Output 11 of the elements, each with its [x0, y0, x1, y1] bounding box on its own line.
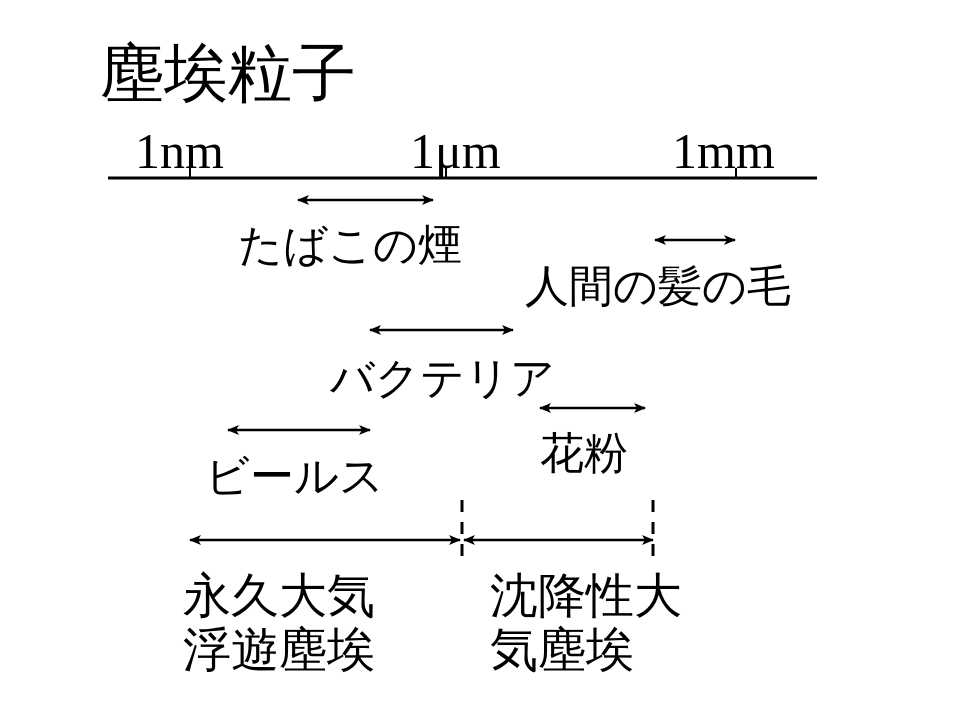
particle-label: 花粉	[540, 432, 628, 476]
particle-label: バクテリア	[330, 357, 555, 401]
category-label: 沈降性大気塵埃	[490, 570, 683, 678]
title: 塵埃粒子	[100, 42, 356, 106]
scale-label: 1nm	[135, 126, 224, 176]
particle-label: 人間の髪の毛	[525, 265, 791, 309]
particle-label: ビールス	[205, 455, 384, 499]
particle-label: たばこの煙	[238, 224, 462, 268]
scale-label: 1mm	[672, 126, 775, 176]
scale-label: 1μm	[410, 126, 501, 176]
category-label: 永久大気浮遊塵埃	[183, 570, 376, 678]
